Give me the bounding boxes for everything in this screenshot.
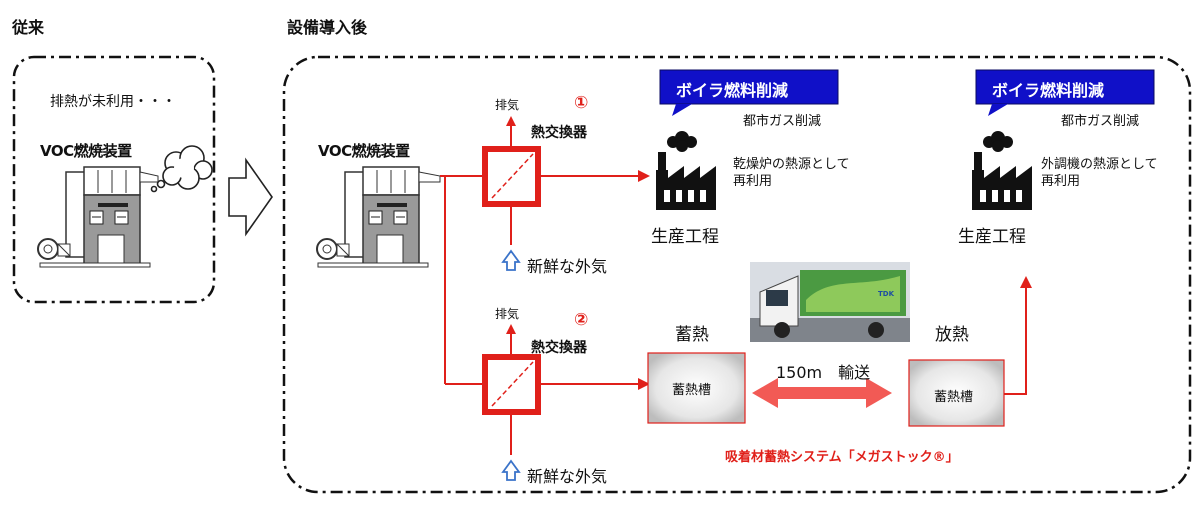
storage-label: 蓄熱 xyxy=(675,325,709,345)
transport-double-arrow-icon xyxy=(752,378,892,408)
fresh-air-1-label: 新鮮な外気 xyxy=(527,257,608,276)
right-voc-device-icon xyxy=(316,166,441,268)
route-1-number: ① xyxy=(574,93,589,113)
exhaust-1-label: 排気 xyxy=(495,98,520,112)
before-frame xyxy=(12,55,216,304)
heat-storage-tank-2 xyxy=(908,359,1005,427)
after-header: 設備導入後 xyxy=(287,18,368,37)
reuse-1-line1: 乾燥炉の熱源として xyxy=(733,157,850,172)
unused-heat-note: 排熱が未利用・・・ xyxy=(50,94,176,110)
process-1-label: 生産工程 xyxy=(651,227,719,247)
heat-exchanger-1-icon xyxy=(482,146,541,207)
fresh-air-arrow-2-icon xyxy=(501,459,521,481)
process-2-label: 生産工程 xyxy=(958,227,1026,247)
release-label: 放熱 xyxy=(935,325,969,345)
banner-2-text: ボイラ燃料削減 xyxy=(992,81,1105,100)
exhaust-2-label: 排気 xyxy=(495,307,520,321)
heat-exchanger-2-label: 熱交換器 xyxy=(531,340,587,356)
route-2-number: ② xyxy=(574,310,589,330)
tank-2-label: 蓄熱槽 xyxy=(934,390,974,405)
fuel-reduction-banner-1 xyxy=(659,69,839,116)
before-header: 従来 xyxy=(12,18,45,37)
reuse-2-line2: 再利用 xyxy=(1041,174,1081,189)
heat-exchanger-1-label: 熱交換器 xyxy=(531,125,587,141)
heat-storage-tank-1 xyxy=(647,352,746,424)
after-frame xyxy=(282,55,1192,494)
gas-cut-2-label: 都市ガス削減 xyxy=(1061,114,1140,129)
transport-truck-image: TDK xyxy=(750,262,910,342)
system-name-label: 吸着材蓄熱システム「メガストック®」 xyxy=(725,450,959,465)
reuse-2-line1: 外調機の熱源として xyxy=(1041,157,1158,172)
unused-heat-cloud-icon xyxy=(150,145,213,193)
gas-cut-1-label: 都市ガス削減 xyxy=(743,114,822,129)
left-device-label: VOC燃焼装置 xyxy=(40,142,132,160)
svg-text:TDK: TDK xyxy=(878,290,895,298)
banner-1-text: ボイラ燃料削減 xyxy=(676,81,789,100)
heat-exchanger-2-icon xyxy=(482,354,541,415)
left-voc-device-icon xyxy=(37,166,159,268)
fresh-air-2-label: 新鮮な外気 xyxy=(527,467,608,486)
reuse-1-line2: 再利用 xyxy=(733,174,773,189)
right-device-label: VOC燃焼装置 xyxy=(318,142,410,160)
factory-2-icon xyxy=(972,131,1032,210)
transition-arrow-icon xyxy=(228,157,273,237)
fresh-air-arrow-1-icon xyxy=(501,249,521,271)
factory-1-icon xyxy=(656,131,716,210)
transport-label: 150m 輸送 xyxy=(776,363,871,382)
tank-1-label: 蓄熱槽 xyxy=(672,383,712,398)
fuel-reduction-banner-2 xyxy=(975,69,1155,116)
